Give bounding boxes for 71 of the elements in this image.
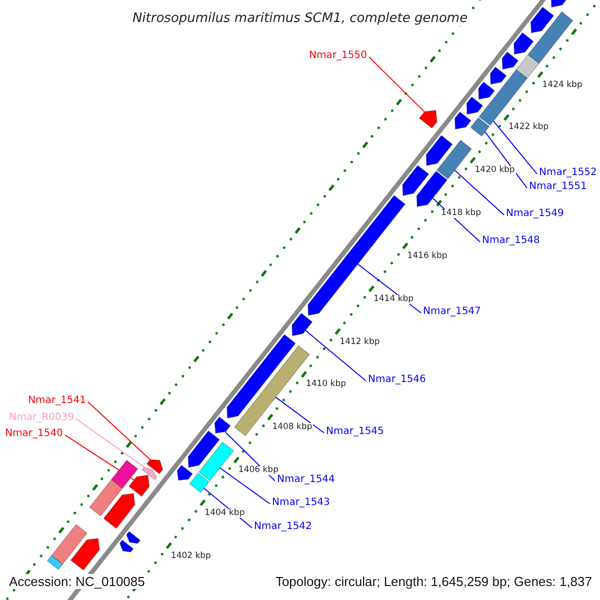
scale-label: 1402 kbp — [170, 552, 212, 561]
scale-label: 1418 kbp — [440, 209, 482, 218]
gene-feature — [188, 430, 220, 468]
gene-feature — [103, 493, 136, 529]
gene-feature — [418, 110, 438, 129]
leader-line — [275, 396, 324, 434]
gene-label: Nmar_R0039 — [8, 412, 75, 424]
scale-label: 1408 kbp — [271, 423, 314, 432]
gene-label: Nmar_1551 — [528, 181, 588, 192]
gene-feature — [466, 96, 484, 115]
gene-feature — [490, 66, 507, 85]
leader-line — [224, 432, 276, 482]
gene-label: Nmar_1544 — [276, 474, 336, 486]
gene-feature — [146, 459, 164, 474]
scale-label: 1404 kbp — [204, 508, 246, 518]
gene-feature — [454, 111, 472, 130]
genome-info-text: Topology: circular; Length: 1,645,259 bp; Genes: 1,837 — [273, 574, 594, 589]
gene-segment — [110, 460, 138, 489]
leader-line — [305, 330, 366, 382]
gene-label: Nmar_1545 — [325, 426, 385, 438]
gene-feature — [70, 538, 100, 571]
gene-label: Nmar_1549 — [505, 208, 565, 220]
scale-label: 1424 kbp — [541, 80, 584, 90]
gene-feature — [478, 81, 496, 100]
scale-label: 1420 kbp — [474, 166, 516, 176]
leader-line — [88, 401, 151, 460]
gene-segment — [516, 54, 540, 79]
scale-label: 1406 kbp — [237, 466, 280, 476]
gene-label: Nmar_1552 — [538, 167, 598, 178]
gene-feature — [214, 416, 231, 434]
gene-segment — [528, 11, 574, 64]
gene-label: Nmar_1540 — [4, 428, 64, 440]
gene-label: Nmar_1546 — [367, 374, 427, 386]
gene-feature — [119, 540, 134, 552]
gene-feature — [514, 32, 534, 55]
gene-feature — [292, 312, 313, 336]
gene-label: Nmar_1548 — [481, 235, 541, 246]
gene-segment — [436, 140, 472, 180]
gene-feature — [416, 170, 448, 208]
gene-segment — [189, 472, 210, 494]
scale-label: 1414 kbp — [372, 294, 415, 304]
gene-label: Nmar_1543 — [271, 497, 331, 508]
gene-feature — [126, 530, 141, 544]
gene-feature — [128, 474, 150, 497]
leader-line — [454, 170, 504, 216]
accession-text: Accession: NC_010085 — [7, 574, 147, 589]
gene-feature — [530, 6, 554, 34]
scale-label: 1410 kbp — [304, 380, 348, 390]
gene-segment — [51, 524, 88, 565]
gene-label: Nmar_1542 — [253, 521, 313, 532]
scale-label: 1412 kbp — [338, 338, 381, 347]
gene-feature — [426, 134, 453, 166]
gene-feature — [176, 464, 193, 481]
gene-label: Nmar_1547 — [422, 306, 482, 318]
leader-line — [76, 418, 145, 468]
gene-feature — [402, 164, 430, 196]
gene-feature — [142, 466, 158, 480]
gene-segment — [89, 478, 124, 517]
leader-line — [493, 120, 538, 174]
leader-line — [484, 131, 528, 188]
gene-segment — [470, 117, 490, 137]
scale-label: 1422 kbp — [508, 123, 550, 133]
gene-label: Nmar_1550 — [308, 50, 368, 62]
gene-feature — [502, 51, 519, 70]
scale-label: 1416 kbp — [406, 252, 448, 262]
gene-segment — [198, 442, 234, 482]
gene-segment — [46, 554, 64, 570]
leader-line — [220, 467, 270, 504]
gene-label: Nmar_1541 — [27, 395, 87, 406]
leader-line — [368, 56, 425, 112]
gene-feature — [226, 334, 296, 419]
